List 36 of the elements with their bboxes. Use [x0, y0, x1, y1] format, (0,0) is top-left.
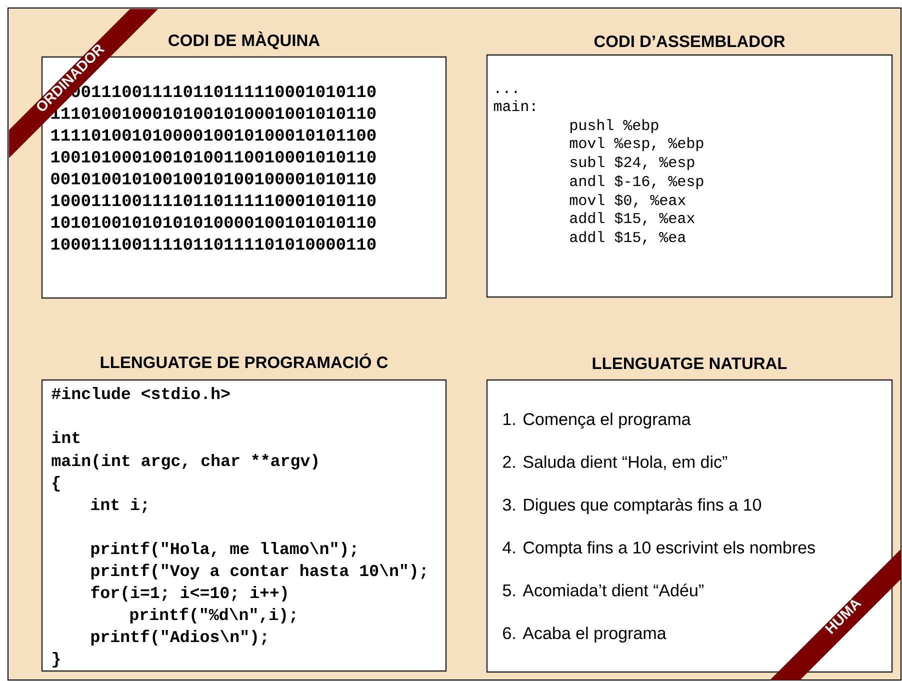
assembly-line: ...: [496, 90, 517, 93]
assembly-line: main:: [494, 100, 535, 112]
code-line: }: [52, 652, 60, 668]
machine-code-line: 10001110011110110111101010000110: [51, 238, 376, 250]
machine-code-line: 00101001010010010100100001010110: [51, 172, 376, 184]
panel-heading: LLENGUATGE DE PROGRAMACIÓ C: [100, 353, 388, 368]
assembly-line: andl $-16, %esp: [570, 175, 704, 190]
code-line: main(int argc, char **argv): [52, 454, 318, 470]
code-line: printf("Adios\n");: [91, 630, 266, 646]
instruction-line: 2. Saluda dient “Hola, em dic”: [503, 455, 728, 470]
code-line: printf("Hola, me llamo\n");: [91, 542, 356, 558]
panel-heading: CODI D’ASSEMBLADOR: [594, 35, 785, 48]
code-line: int i;: [91, 498, 147, 513]
panel-heading: LLENGUATGE NATURAL: [592, 357, 787, 370]
code-panel: [486, 35, 893, 298]
code-line: printf("%d\n",i);: [130, 608, 296, 624]
assembly-line: addl $15, %eax: [570, 212, 694, 226]
assembly-line: subl $24, %esp: [570, 156, 694, 170]
instruction-line: 3. Digues que comptaràs fins a 10: [502, 498, 762, 514]
code-line: #include <stdio.h>: [52, 386, 230, 400]
code-panel: [486, 357, 893, 673]
assembly-line: movl $0, %eax: [570, 194, 686, 208]
code-line: printf("Voy a contar hasta 10\n");: [91, 564, 426, 580]
code-line: {: [52, 476, 60, 492]
instruction-line: 5. Acomiada’t dient “Adéu”: [502, 584, 704, 596]
panel-heading: CODI DE MÀQUINA: [168, 31, 320, 50]
instruction-line: 1. Comença el programa: [504, 412, 691, 429]
machine-code-line: 10001110011110110111110001010110: [51, 194, 376, 206]
instruction-line: 6. Acaba el programa: [503, 626, 666, 643]
assembly-line: movl %esp, %ebp: [570, 137, 704, 152]
assembly-line: addl $15, %ea: [570, 231, 686, 245]
code-line: int: [52, 430, 80, 444]
machine-code-line: 10101001010101010000100101010110: [51, 216, 376, 228]
code-line: for(i=1; i<=10; i++): [91, 586, 287, 602]
code-panel: [41, 353, 447, 672]
assembly-line: pushl %ebp: [570, 119, 658, 134]
